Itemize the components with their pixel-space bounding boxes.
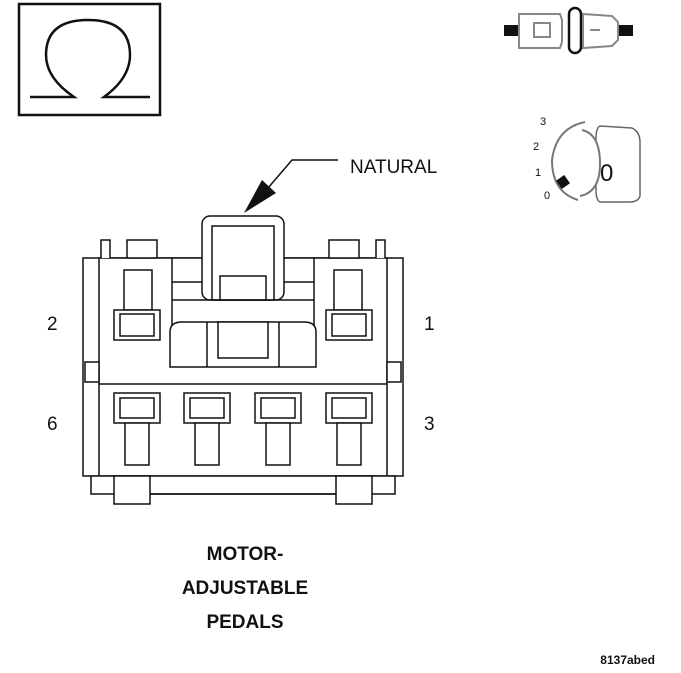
terminal-cavity-pin-1 xyxy=(325,269,373,341)
key-position-label: 2 xyxy=(533,141,539,153)
title-line: PEDALS xyxy=(206,612,283,633)
title-line: MOTOR- xyxy=(207,544,284,565)
connector-title: MOTOR- ADJUSTABLE PEDALS xyxy=(182,544,308,633)
terminal-cavity-pin-6 xyxy=(113,392,161,466)
terminal-cavity-pin-5 xyxy=(183,392,231,466)
pin-label-1: 1 xyxy=(424,314,435,335)
omega-symbol-icon xyxy=(17,2,162,117)
pin-label-2: 2 xyxy=(47,314,58,335)
key-value-label: 0 xyxy=(600,160,613,187)
pin-label-3: 3 xyxy=(424,414,435,435)
terminal-cavity-pin-2 xyxy=(113,269,161,341)
pin-label-6: 6 xyxy=(47,414,58,435)
title-line: ADJUSTABLE xyxy=(182,578,308,599)
callout-arrow xyxy=(244,159,338,213)
terminal-cavity-pin-4 xyxy=(254,392,302,466)
figure-id: 8137abed xyxy=(600,653,655,667)
key-position-label: 0 xyxy=(544,190,550,202)
connector-thumbnail-icon xyxy=(504,6,633,55)
key-position-icon: 3 2 1 0 0 xyxy=(533,116,641,203)
key-position-label: 1 xyxy=(535,167,541,179)
terminal-cavity-pin-3 xyxy=(325,392,373,466)
callout-label: NATURAL xyxy=(350,157,437,178)
key-position-label: 3 xyxy=(540,116,546,128)
